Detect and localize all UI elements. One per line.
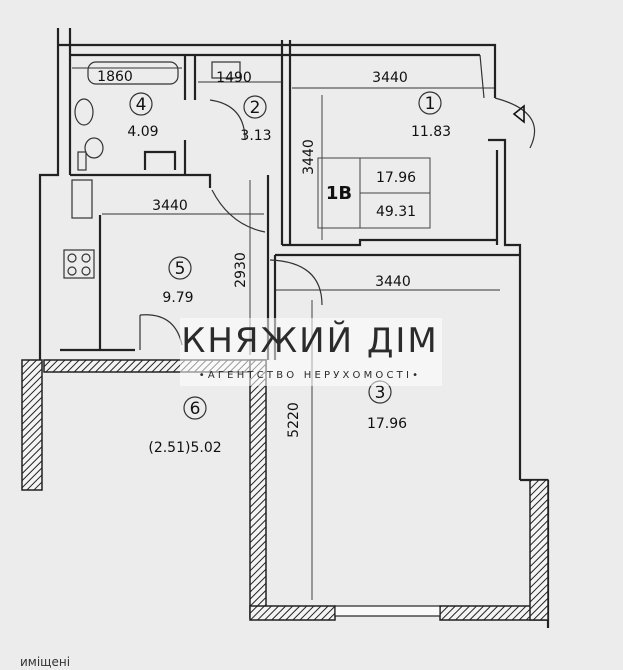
dim-bath-width: 1860 <box>97 69 133 85</box>
apartment-info-box: 1В 17.96 49.31 <box>317 157 431 229</box>
dimension-labels: 1860 1490 3440 3440 2930 3440 3440 5220 <box>97 69 411 438</box>
room-6-number: 6 <box>190 399 201 419</box>
watermark-title: КНЯЖИЙ ДІМ <box>181 320 439 361</box>
room-4-area: 4.09 <box>127 124 158 140</box>
watermark-subtitle: •АГЕНТСТВО НЕРУХОМОСТІ• <box>199 370 422 381</box>
apartment-total-area: 49.31 <box>376 204 416 220</box>
watermark: КНЯЖИЙ ДІМ •АГЕНТСТВО НЕРУХОМОСТІ• <box>180 318 442 386</box>
dim-corridor-depth: 3440 <box>301 139 317 175</box>
room-labels: 1 11.83 2 3.13 3 17.96 4 4.09 5 9.79 6 (… <box>127 91 451 456</box>
entrance-arrow-icon <box>512 104 525 124</box>
stove-icon <box>63 249 95 279</box>
dim-kitchen-depth: 2930 <box>233 252 249 288</box>
room-4-number: 4 <box>136 95 147 115</box>
footer-text: иміщені <box>20 655 70 669</box>
washer-icon <box>211 61 241 79</box>
dim-hall-width: 1490 <box>216 70 252 86</box>
apartment-living-area: 17.96 <box>376 170 416 186</box>
hatched-walls <box>21 359 549 621</box>
dim-kitchen-width: 3440 <box>152 198 188 214</box>
interior-walls <box>60 40 520 360</box>
room-5-area: 9.79 <box>162 290 193 306</box>
toilet-icon <box>84 137 104 159</box>
dim-room-width: 3440 <box>375 274 411 290</box>
fixtures <box>63 61 525 279</box>
toilet-tank-icon <box>77 151 87 171</box>
room-1-number: 1 <box>425 94 436 114</box>
dim-corridor-width: 3440 <box>372 70 408 86</box>
room-1-area: 11.83 <box>411 124 451 140</box>
room-2-number: 2 <box>250 98 261 118</box>
apartment-code: 1В <box>326 183 352 204</box>
fridge-icon <box>71 179 93 219</box>
room-6-area: (2.51)5.02 <box>148 440 221 456</box>
bathtub-icon <box>87 61 179 85</box>
room-5-number: 5 <box>175 259 186 279</box>
room-3-area: 17.96 <box>367 416 407 432</box>
sink-icon <box>74 98 94 126</box>
room-3-number: 3 <box>375 383 386 403</box>
dim-room-depth: 5220 <box>286 402 302 438</box>
room-2-area: 3.13 <box>240 128 271 144</box>
